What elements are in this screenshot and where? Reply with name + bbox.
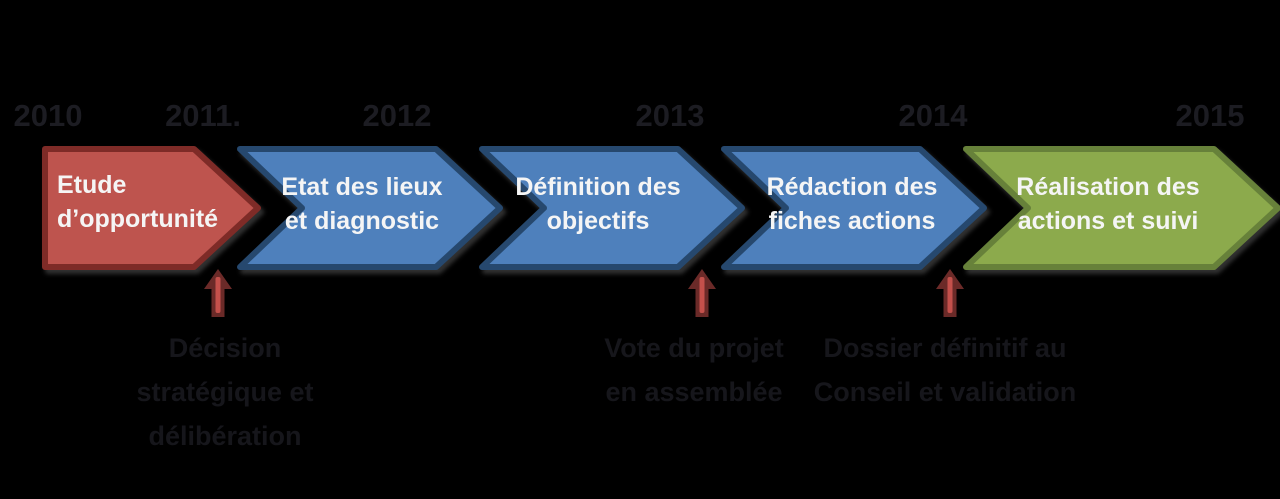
phase-label-realisation-suivi: Réalisation des actions et suivi	[1016, 170, 1199, 238]
milestone-note-1: Décision stratégique et délibération	[136, 326, 313, 458]
milestone-marker-icon	[204, 269, 232, 317]
phase-label-line: Définition des	[515, 173, 681, 201]
phase-label-line: fiches actions	[768, 207, 936, 235]
year-label-2011: 2011.	[165, 98, 241, 133]
milestone-marker-icon	[688, 269, 716, 317]
year-label-2010: 2010	[13, 98, 83, 133]
year-label-2012: 2012	[362, 98, 432, 133]
milestone-note-line: Dossier définitif au	[823, 333, 1067, 363]
phase-label-line: et diagnostic	[284, 207, 440, 235]
phase-arrow-etat-des-lieux	[237, 146, 503, 270]
phase-label-definition-objectifs: Définition des objectifs	[515, 170, 680, 238]
milestone-note-3: Dossier définitif au Conseil et validati…	[814, 326, 1077, 414]
year-label-2013: 2013	[635, 98, 705, 133]
phase-label-line: objectifs	[546, 207, 650, 235]
phase-label-line: Etat des lieux	[281, 173, 443, 201]
phase-label-line: d’opportunité	[57, 205, 219, 233]
milestone-note-line: Décision	[168, 333, 282, 363]
year-label-2015: 2015	[1175, 98, 1245, 133]
phase-label-line: actions et suivi	[1017, 207, 1199, 235]
milestone-note-line: stratégique et	[136, 377, 314, 407]
milestone-note-line: Conseil et validation	[813, 377, 1077, 407]
phase-arrow-redaction-fiches	[721, 146, 987, 270]
milestone-marker-icon	[936, 269, 964, 317]
phase-arrow-etude-opportunite	[42, 146, 261, 270]
phase-label-redaction-fiches: Rédaction des fiches actions	[767, 170, 938, 238]
phase-label-line: Rédaction des	[766, 173, 938, 201]
phase-label-etude-opportunite: Etude d’opportunité	[57, 168, 218, 236]
year-label-2014: 2014	[898, 98, 968, 133]
phase-label-line: Etude	[57, 171, 127, 199]
phase-arrow-realisation-suivi	[963, 146, 1280, 270]
phase-label-etat-des-lieux: Etat des lieux et diagnostic	[281, 170, 442, 238]
phase-label-line: Réalisation des	[1016, 173, 1200, 201]
phase-arrow-definition-objectifs	[479, 146, 745, 270]
milestone-note-line: en assemblée	[605, 377, 783, 407]
milestone-note-2: Vote du projet en assemblée	[604, 326, 784, 414]
milestone-note-line: délibération	[148, 421, 302, 451]
milestone-note-line: Vote du projet	[604, 333, 784, 363]
